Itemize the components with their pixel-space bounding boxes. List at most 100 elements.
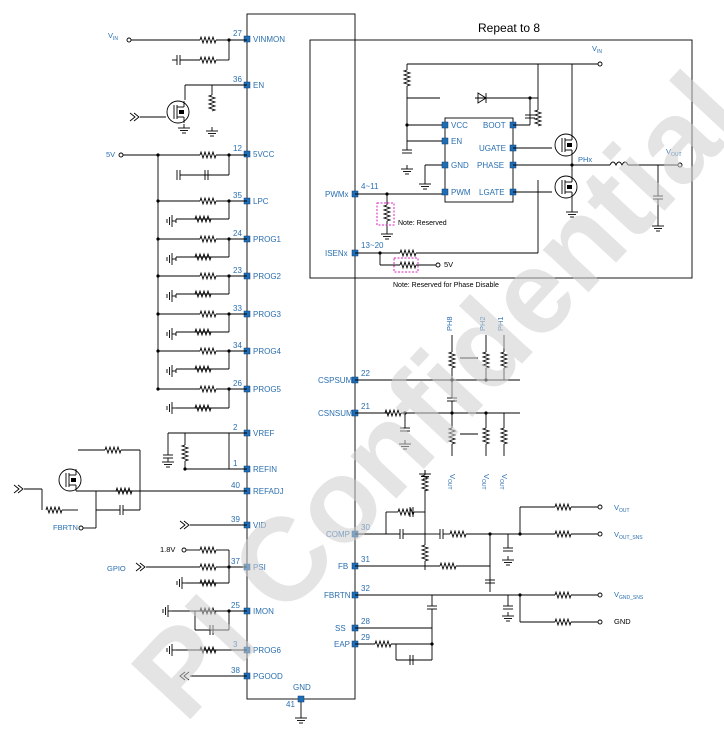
- pin-number: 24: [233, 229, 242, 238]
- resistor: [449, 529, 467, 539]
- pin-name: 5VCC: [253, 150, 275, 159]
- resistor: [382, 204, 392, 222]
- driver-pin-en: [441, 137, 449, 145]
- resistor: [399, 260, 417, 270]
- mosfet-body: [71, 478, 76, 482]
- net-main: V: [614, 590, 619, 599]
- pin-number: 37: [231, 557, 240, 566]
- mosfet-circle: [554, 133, 578, 157]
- resistor: [447, 427, 457, 445]
- pin-number: 26: [233, 379, 242, 388]
- mosfet-body: [567, 143, 572, 147]
- resistor: [439, 561, 457, 571]
- resistor: [199, 562, 217, 572]
- net-fbrtn: FBRTN: [53, 523, 78, 532]
- pin-name: EAP: [334, 640, 350, 649]
- resistor: [199, 645, 217, 655]
- net-1v8: 1.8V: [160, 545, 175, 554]
- net-sub: OUT_SNS: [619, 535, 643, 541]
- junction-dot: [156, 312, 160, 316]
- resistor: [45, 505, 63, 515]
- resistor: [554, 502, 572, 512]
- resistor: [499, 351, 509, 369]
- pin-number: 40: [231, 481, 240, 490]
- pin-name: PWMx: [325, 190, 349, 199]
- net-vout-cs-1: VOUT: [498, 474, 509, 490]
- reserved-box-isen: [393, 257, 419, 273]
- resistor: [207, 94, 217, 112]
- mosfet-circle: [554, 175, 578, 199]
- pin-name: GND: [293, 683, 311, 692]
- pin-number: 34: [233, 341, 242, 350]
- junction-dot: [528, 96, 532, 100]
- terminal: [597, 592, 603, 598]
- note-reserved: Note: Reserved: [398, 220, 447, 227]
- pin-name: PROG2: [253, 272, 282, 281]
- pin-name: VREF: [253, 429, 274, 438]
- terminal: [126, 37, 132, 43]
- pin-name: REFADJ: [253, 487, 284, 496]
- resistor: [199, 150, 217, 160]
- repeat-block-title: Repeat to 8: [478, 21, 540, 35]
- resistor: [199, 606, 217, 616]
- arrow: [135, 562, 146, 572]
- pin-name: VID: [253, 521, 267, 530]
- pin-number: 25: [231, 601, 240, 610]
- repeat-block-frame: [309, 39, 693, 279]
- pin-number: 33: [233, 304, 242, 313]
- resistor: [397, 507, 415, 517]
- net-vout-block: VOUT: [666, 147, 682, 158]
- net-sub: OUT: [446, 479, 452, 490]
- resistor: [554, 590, 572, 600]
- mosfet-body: [567, 185, 572, 189]
- pin-number: 21: [361, 402, 370, 411]
- terminal: [181, 547, 187, 553]
- pin-5vcc: [243, 150, 251, 158]
- net-main: V: [500, 474, 509, 479]
- terminal: [677, 162, 683, 168]
- pin-name: PROG6: [253, 646, 282, 655]
- pin-number: 13~20: [361, 241, 384, 250]
- net-vout-cs-2: VOUT: [480, 474, 491, 490]
- pin-number: 39: [231, 515, 240, 524]
- pin-name: PWM: [451, 188, 471, 197]
- resistor: [199, 309, 217, 319]
- pin-number: 2: [233, 423, 238, 432]
- pin-name: IMON: [253, 607, 274, 616]
- terminal: [597, 61, 603, 67]
- junction-dot: [385, 192, 389, 196]
- pin-name: VCC: [451, 121, 468, 130]
- net-sub: OUT: [498, 479, 504, 490]
- net-5v-isen: 5V: [444, 260, 453, 269]
- pin-gnd: [297, 695, 305, 703]
- resistor: [399, 248, 417, 258]
- junction-dot: [450, 411, 454, 415]
- pin-number: 12: [233, 144, 242, 153]
- junction-dot: [156, 274, 160, 278]
- resistor: [402, 69, 412, 87]
- pin-name: PGOOD: [253, 672, 283, 681]
- resistor: [499, 427, 509, 445]
- terminal: [435, 262, 441, 268]
- net-main: V: [448, 474, 457, 479]
- net-labels: VIN 5V 1.8V GPIO FBRTN VIN PHx VOUT 5V P…: [53, 31, 682, 626]
- net-vout-right: VOUT: [614, 503, 630, 514]
- pin-name: BOOT: [483, 121, 506, 130]
- mosfet-circle: [58, 468, 82, 492]
- net-gpio: GPIO: [107, 564, 126, 573]
- driver-ic-body: [444, 117, 514, 203]
- resistor: [194, 327, 212, 337]
- pin-name: EN: [253, 81, 264, 90]
- junction-dot: [484, 378, 488, 382]
- pin-number: 4~11: [361, 182, 379, 191]
- pin-name: PROG4: [253, 347, 282, 356]
- resistor: [180, 444, 190, 462]
- pin-name: CSNSUM: [318, 409, 353, 418]
- junction-dot: [484, 411, 488, 415]
- resistor: [481, 427, 491, 445]
- junction-dot: [156, 349, 160, 353]
- pin-number: 22: [361, 369, 370, 378]
- pin-number: 35: [233, 191, 242, 200]
- net-main: V: [482, 474, 491, 479]
